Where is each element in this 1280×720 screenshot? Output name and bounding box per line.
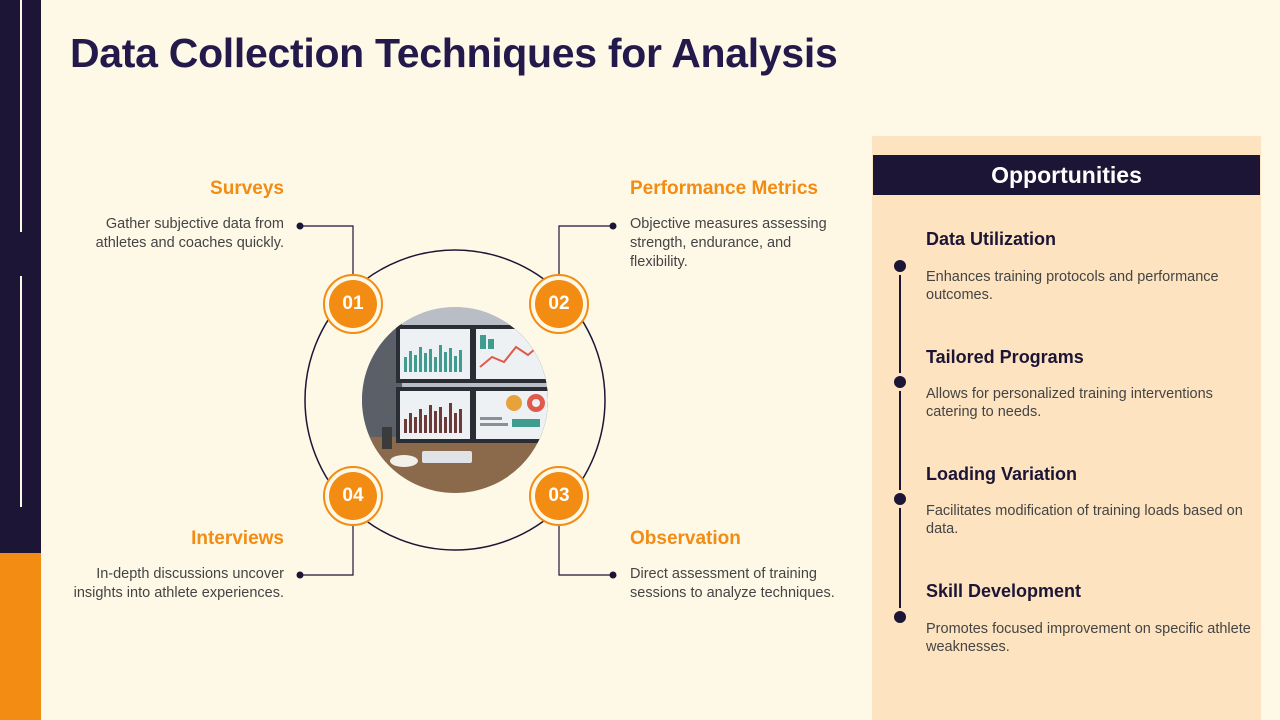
opportunity-title-loading-variation: Loading Variation [926, 464, 1078, 484]
technique-title-observation: Observation [630, 528, 741, 549]
opportunity-desc-skill-development: Promotes focused improvement on specific… [926, 621, 1251, 655]
opportunities-header: Opportunities [873, 155, 1260, 195]
left-accent-bar-dark [0, 0, 41, 553]
connector-line-04 [300, 525, 354, 576]
analytics-monitors-image [362, 307, 548, 493]
step-number: 04 [329, 472, 377, 520]
step-badge-01: 01 [323, 274, 383, 334]
opportunities-panel [872, 136, 1261, 720]
connector-dot-01 [296, 222, 304, 230]
left-accent-stripe [20, 0, 22, 232]
technique-desc-interviews: In-depth discussions uncover insights in… [73, 566, 284, 601]
page-title: Data Collection Techniques for Analysis [70, 30, 838, 76]
connector-line-01 [300, 225, 354, 275]
connector-line-03 [558, 525, 613, 576]
opportunity-title-skill-development: Skill Development [926, 581, 1082, 601]
step-badge-03: 03 [529, 466, 589, 526]
timeline-dot [891, 490, 909, 508]
timeline-dot [891, 608, 909, 626]
step-badge-04: 04 [323, 466, 383, 526]
step-badge-02: 02 [529, 274, 589, 334]
technique-desc-surveys: Gather subjective data from athletes and… [95, 216, 284, 251]
technique-desc-performance-metrics: Objective measures assessing strength, e… [630, 216, 827, 270]
opportunity-desc-loading-variation: Facilitates modification of training loa… [926, 503, 1243, 537]
connector-dot-04 [296, 571, 304, 579]
step-number: 01 [329, 280, 377, 328]
technique-title-performance-metrics: Performance Metrics [630, 178, 818, 199]
technique-title-interviews: Interviews [191, 528, 284, 549]
connector-dot-03 [609, 571, 617, 579]
timeline-dot [891, 373, 909, 391]
timeline-line [899, 266, 901, 618]
opportunity-desc-data-utilization: Enhances training protocols and performa… [926, 269, 1219, 303]
left-accent-stripe [20, 276, 22, 507]
connector-line-02 [558, 225, 613, 275]
opportunity-title-tailored-programs: Tailored Programs [926, 347, 1084, 367]
connector-dot-02 [609, 222, 617, 230]
timeline-dot [891, 257, 909, 275]
left-accent-bar-orange [0, 553, 41, 720]
step-number: 02 [535, 280, 583, 328]
step-number: 03 [535, 472, 583, 520]
opportunity-desc-tailored-programs: Allows for personalized training interve… [926, 386, 1213, 420]
technique-desc-observation: Direct assessment of training sessions t… [630, 566, 835, 601]
technique-title-surveys: Surveys [210, 178, 284, 199]
opportunity-title-data-utilization: Data Utilization [926, 229, 1057, 249]
